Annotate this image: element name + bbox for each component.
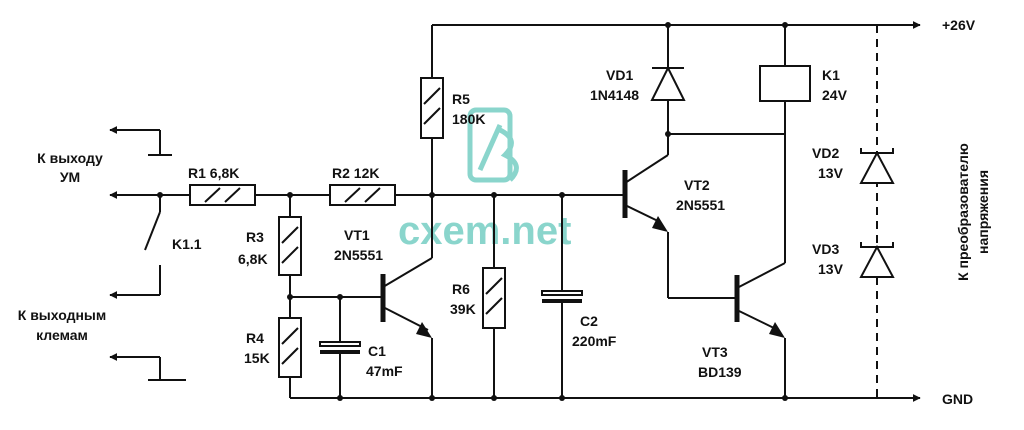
label-out-clamps-1: К выходным: [18, 307, 106, 323]
resistor-r1-icon: [189, 184, 256, 206]
label-v26: +26V: [942, 17, 976, 33]
watermark-text: cxem.net: [398, 209, 571, 253]
label-r1: R1 6,8K: [188, 165, 239, 181]
resistor-r2-icon: [329, 184, 396, 206]
label-vt2-val: 2N5551: [676, 197, 725, 213]
label-c2-name: C2: [580, 313, 598, 329]
label-vt3-name: VT3: [702, 344, 728, 360]
label-converter-2: напряжения: [975, 170, 991, 254]
capacitor-c1-icon: [319, 341, 361, 354]
watermark-logo-icon: [467, 107, 519, 183]
label-out-um-1: К выходу: [37, 150, 103, 166]
vt2-emitter-arrow-icon: [652, 216, 668, 232]
vt3-emitter-arrow-icon: [769, 322, 785, 338]
label-out-clamps-2: клемам: [36, 327, 88, 343]
label-r2: R2 12K: [332, 165, 379, 181]
capacitor-c2-icon: [541, 290, 583, 303]
label-vd1-val: 1N4148: [590, 87, 639, 103]
label-k11: K1.1: [172, 236, 202, 252]
label-vt1-name: VT1: [344, 227, 370, 243]
label-gnd: GND: [942, 391, 973, 407]
label-c2-val: 220mF: [572, 333, 617, 349]
resistor-r3-icon: [278, 216, 302, 276]
label-out-um-2: УМ: [60, 169, 80, 185]
label-r3-name: R3: [246, 229, 264, 245]
vt1-emitter-arrow-icon: [416, 322, 432, 338]
label-vd2-name: VD2: [812, 145, 839, 161]
label-c1-val: 47mF: [366, 363, 403, 379]
watermark: cxem.net: [398, 107, 571, 253]
label-r6-name: R6: [452, 281, 470, 297]
label-vd3-name: VD3: [812, 241, 839, 257]
label-vd1-name: VD1: [606, 67, 633, 83]
relay-k1-coil-icon: [759, 65, 811, 102]
label-vd3-val: 13V: [818, 261, 844, 277]
label-r5-val: 180K: [452, 111, 485, 127]
resistor-r5-icon: [420, 77, 444, 139]
label-r3-val: 6,8K: [238, 251, 268, 267]
diode-vd1-icon: [650, 25, 686, 101]
label-r5-name: R5: [452, 91, 470, 107]
label-vt2-name: VT2: [684, 177, 710, 193]
label-c1-name: C1: [368, 343, 386, 359]
label-r4-val: 15K: [244, 350, 270, 366]
label-vt3-val: BD139: [698, 364, 742, 380]
label-r4-name: R4: [246, 330, 264, 346]
resistor-r6-icon: [482, 267, 506, 329]
label-k1-name: K1: [822, 67, 840, 83]
label-r6-val: 39K: [450, 301, 476, 317]
zener-vd3-icon: [859, 242, 895, 278]
junction-dots: [157, 22, 788, 401]
zener-vd2-icon: [859, 148, 895, 184]
label-k1-val: 24V: [822, 87, 848, 103]
label-vd2-val: 13V: [818, 165, 844, 181]
resistor-r4-icon: [278, 317, 302, 378]
label-vt1-val: 2N5551: [334, 247, 383, 263]
label-converter-1: К преобразователю: [955, 143, 971, 281]
